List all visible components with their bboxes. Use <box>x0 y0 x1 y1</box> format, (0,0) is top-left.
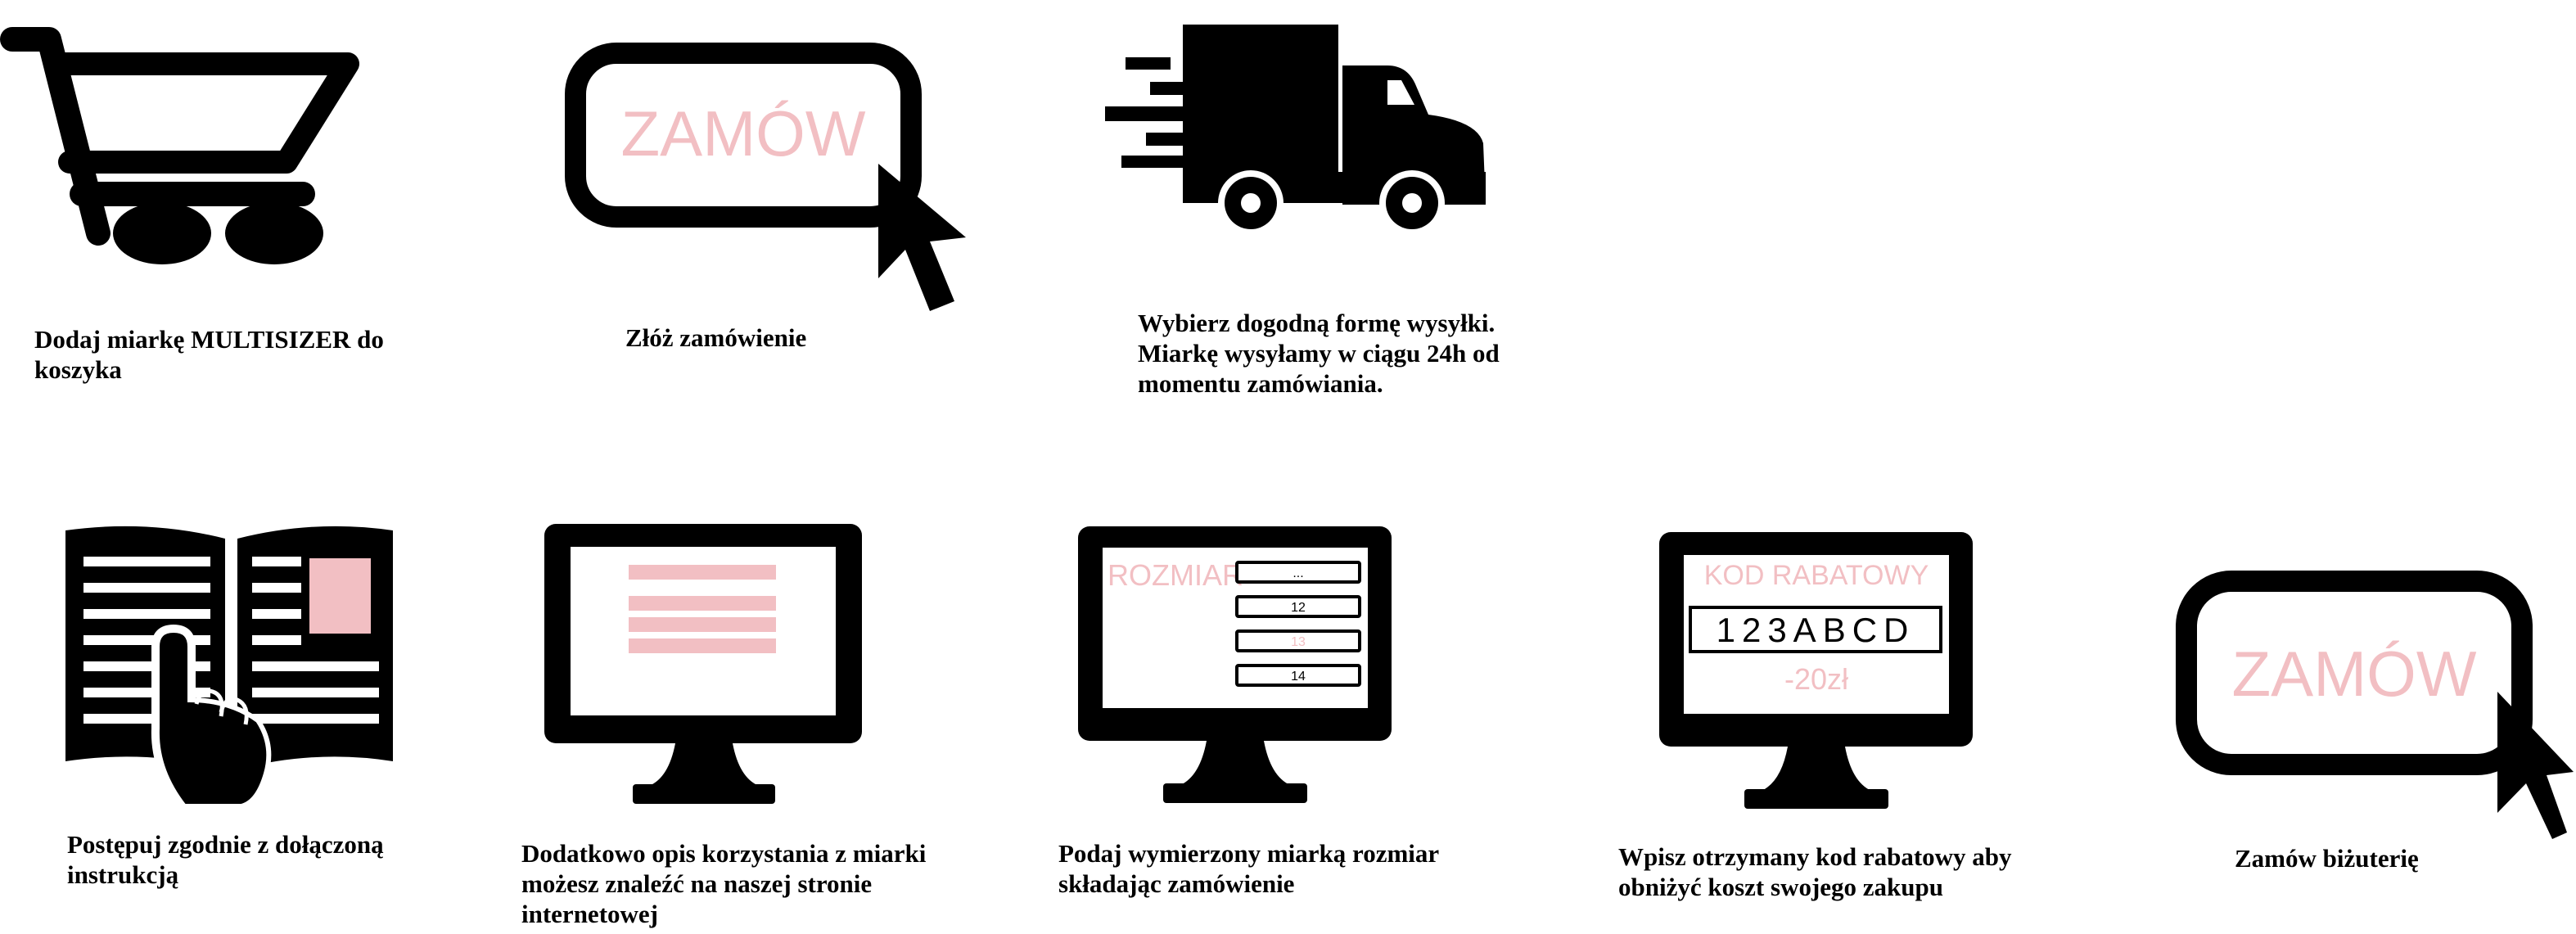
order-button-label: ZAMÓW <box>621 97 866 169</box>
discount-label: KOD RABATOWY <box>1704 560 1929 591</box>
delivery-truck-icon <box>1105 25 1490 237</box>
monitor-text-icon <box>544 524 864 806</box>
order-button-cursor-icon: ZAMÓW <box>563 41 966 319</box>
discount-amount: -20zł <box>1784 662 1848 696</box>
step-caption: Wybierz dogodną formę wysyłki.Miarkę wys… <box>1138 309 1500 398</box>
order-button-label: ZAMÓW <box>2232 638 2477 710</box>
size-option: ... <box>1293 566 1303 580</box>
size-option: 14 <box>1291 670 1306 684</box>
shopping-cart-icon <box>0 16 377 264</box>
size-option-selected: 13 <box>1291 635 1306 649</box>
step-caption: Zamów biżuterię <box>2235 844 2419 873</box>
discount-code: 123ABCD <box>1717 611 1915 649</box>
open-book-hand-icon <box>65 524 397 823</box>
step-caption: Złóż zamówienie <box>625 323 807 352</box>
order-button-cursor-icon: ZAMÓW <box>2174 569 2575 847</box>
monitor-size-select-icon: ROZMIAR ... 12 13 14 <box>1078 526 1393 809</box>
monitor-discount-code-icon: KOD RABATOWY 123ABCD -20zł <box>1659 532 1974 814</box>
size-option: 12 <box>1291 601 1306 615</box>
size-label: ROZMIAR <box>1108 558 1243 592</box>
